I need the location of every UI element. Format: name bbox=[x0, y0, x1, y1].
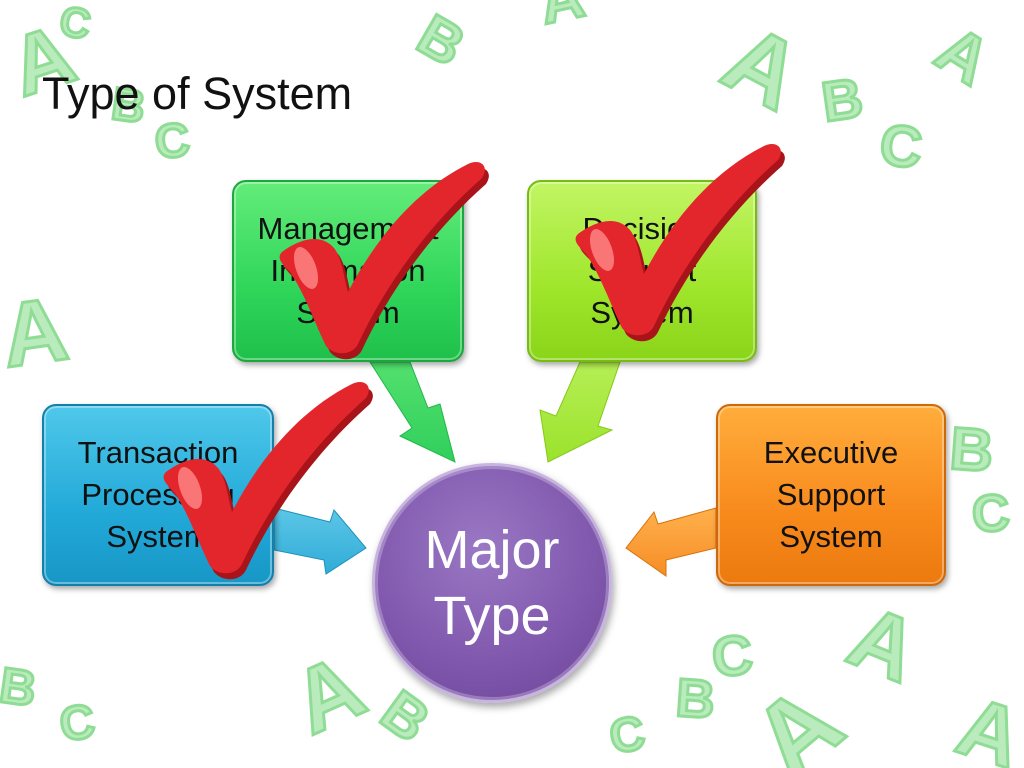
center-major-type: Major Type bbox=[372, 463, 612, 703]
box-text-line: Executive bbox=[763, 435, 899, 470]
center-text-line: Type bbox=[433, 586, 551, 646]
arrow-tps-to-center bbox=[273, 507, 367, 575]
checkmark-icon bbox=[163, 381, 373, 580]
checkmark-icon bbox=[575, 143, 785, 342]
box-text-line: System bbox=[779, 519, 883, 554]
arrow-ess-to-center bbox=[625, 507, 717, 577]
arrow-dss-to-center bbox=[539, 361, 621, 463]
checkmark-icon bbox=[279, 161, 489, 360]
box-text-line: Support bbox=[776, 477, 886, 512]
box-executive-support-system: Executive Support System bbox=[716, 404, 946, 586]
center-text-line: Major bbox=[424, 520, 560, 580]
arrow-mis-to-center bbox=[369, 361, 456, 463]
slide-title: Type of System bbox=[42, 68, 353, 119]
